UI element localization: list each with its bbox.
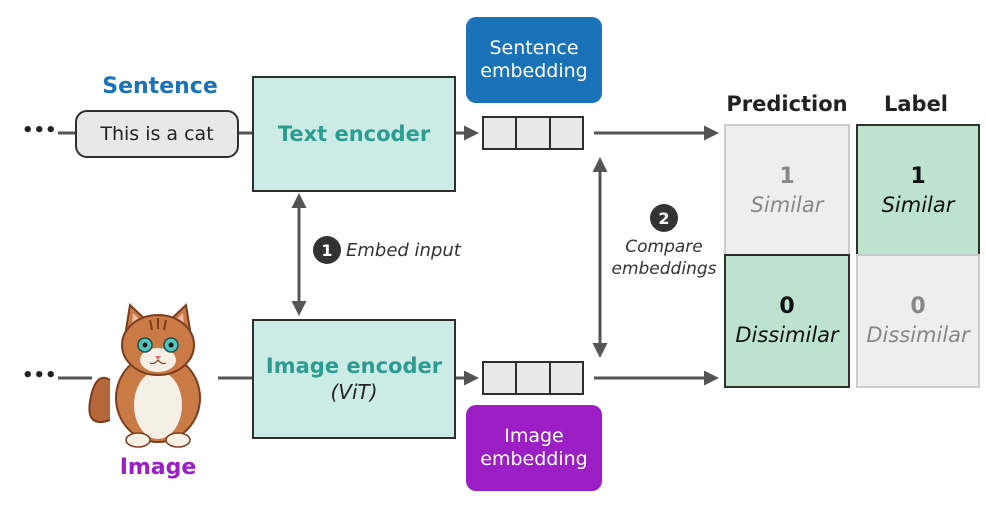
image-embedding-tag: Image embedding (466, 405, 602, 491)
label-cell-similar: 1 Similar (856, 124, 980, 258)
label-header: Label (883, 92, 949, 116)
label-value: 1 (910, 164, 926, 189)
label-word: Dissimilar (866, 323, 970, 347)
prediction-cell-similar: 1 Similar (724, 124, 850, 258)
label-word: Similar (881, 193, 955, 217)
text-encoder-box: Text encoder (252, 76, 456, 192)
image-embedding-vector (482, 361, 584, 395)
sentence-embedding-label: Sentence embedding (480, 37, 588, 82)
prediction-value: 0 (779, 294, 795, 319)
image-heading: Image (119, 455, 197, 480)
image-encoder-title: Image encoder (265, 354, 443, 378)
prediction-word: Dissimilar (735, 323, 839, 347)
label-cell-dissimilar: 0 Dissimilar (856, 254, 980, 388)
prediction-cell-dissimilar: 0 Dissimilar (724, 254, 850, 388)
prediction-value: 1 (779, 164, 795, 189)
sentence-text: This is a cat (100, 123, 214, 145)
sentence-input-box: This is a cat (75, 110, 239, 158)
sentence-heading: Sentence (102, 74, 218, 99)
cat-illustration (88, 302, 201, 448)
embed-input-label: Embed input (346, 240, 461, 261)
prediction-header: Prediction (726, 92, 848, 116)
text-encoder-title: Text encoder (277, 122, 431, 146)
image-embedding-label: Image embedding (480, 425, 588, 470)
image-ellipsis: ••• (22, 365, 57, 386)
step-1-badge: 1 (313, 236, 341, 264)
image-encoder-box: Image encoder (ViT) (252, 319, 456, 439)
prediction-word: Similar (750, 193, 824, 217)
label-value: 0 (910, 294, 926, 319)
sentence-embedding-tag: Sentence embedding (466, 17, 602, 103)
sentence-embedding-vector (482, 116, 584, 150)
step-2-badge: 2 (650, 204, 678, 232)
image-encoder-subtitle: (ViT) (330, 380, 378, 404)
sentence-ellipsis: ••• (22, 120, 57, 141)
compare-embeddings-label: Compare embeddings (611, 237, 717, 279)
